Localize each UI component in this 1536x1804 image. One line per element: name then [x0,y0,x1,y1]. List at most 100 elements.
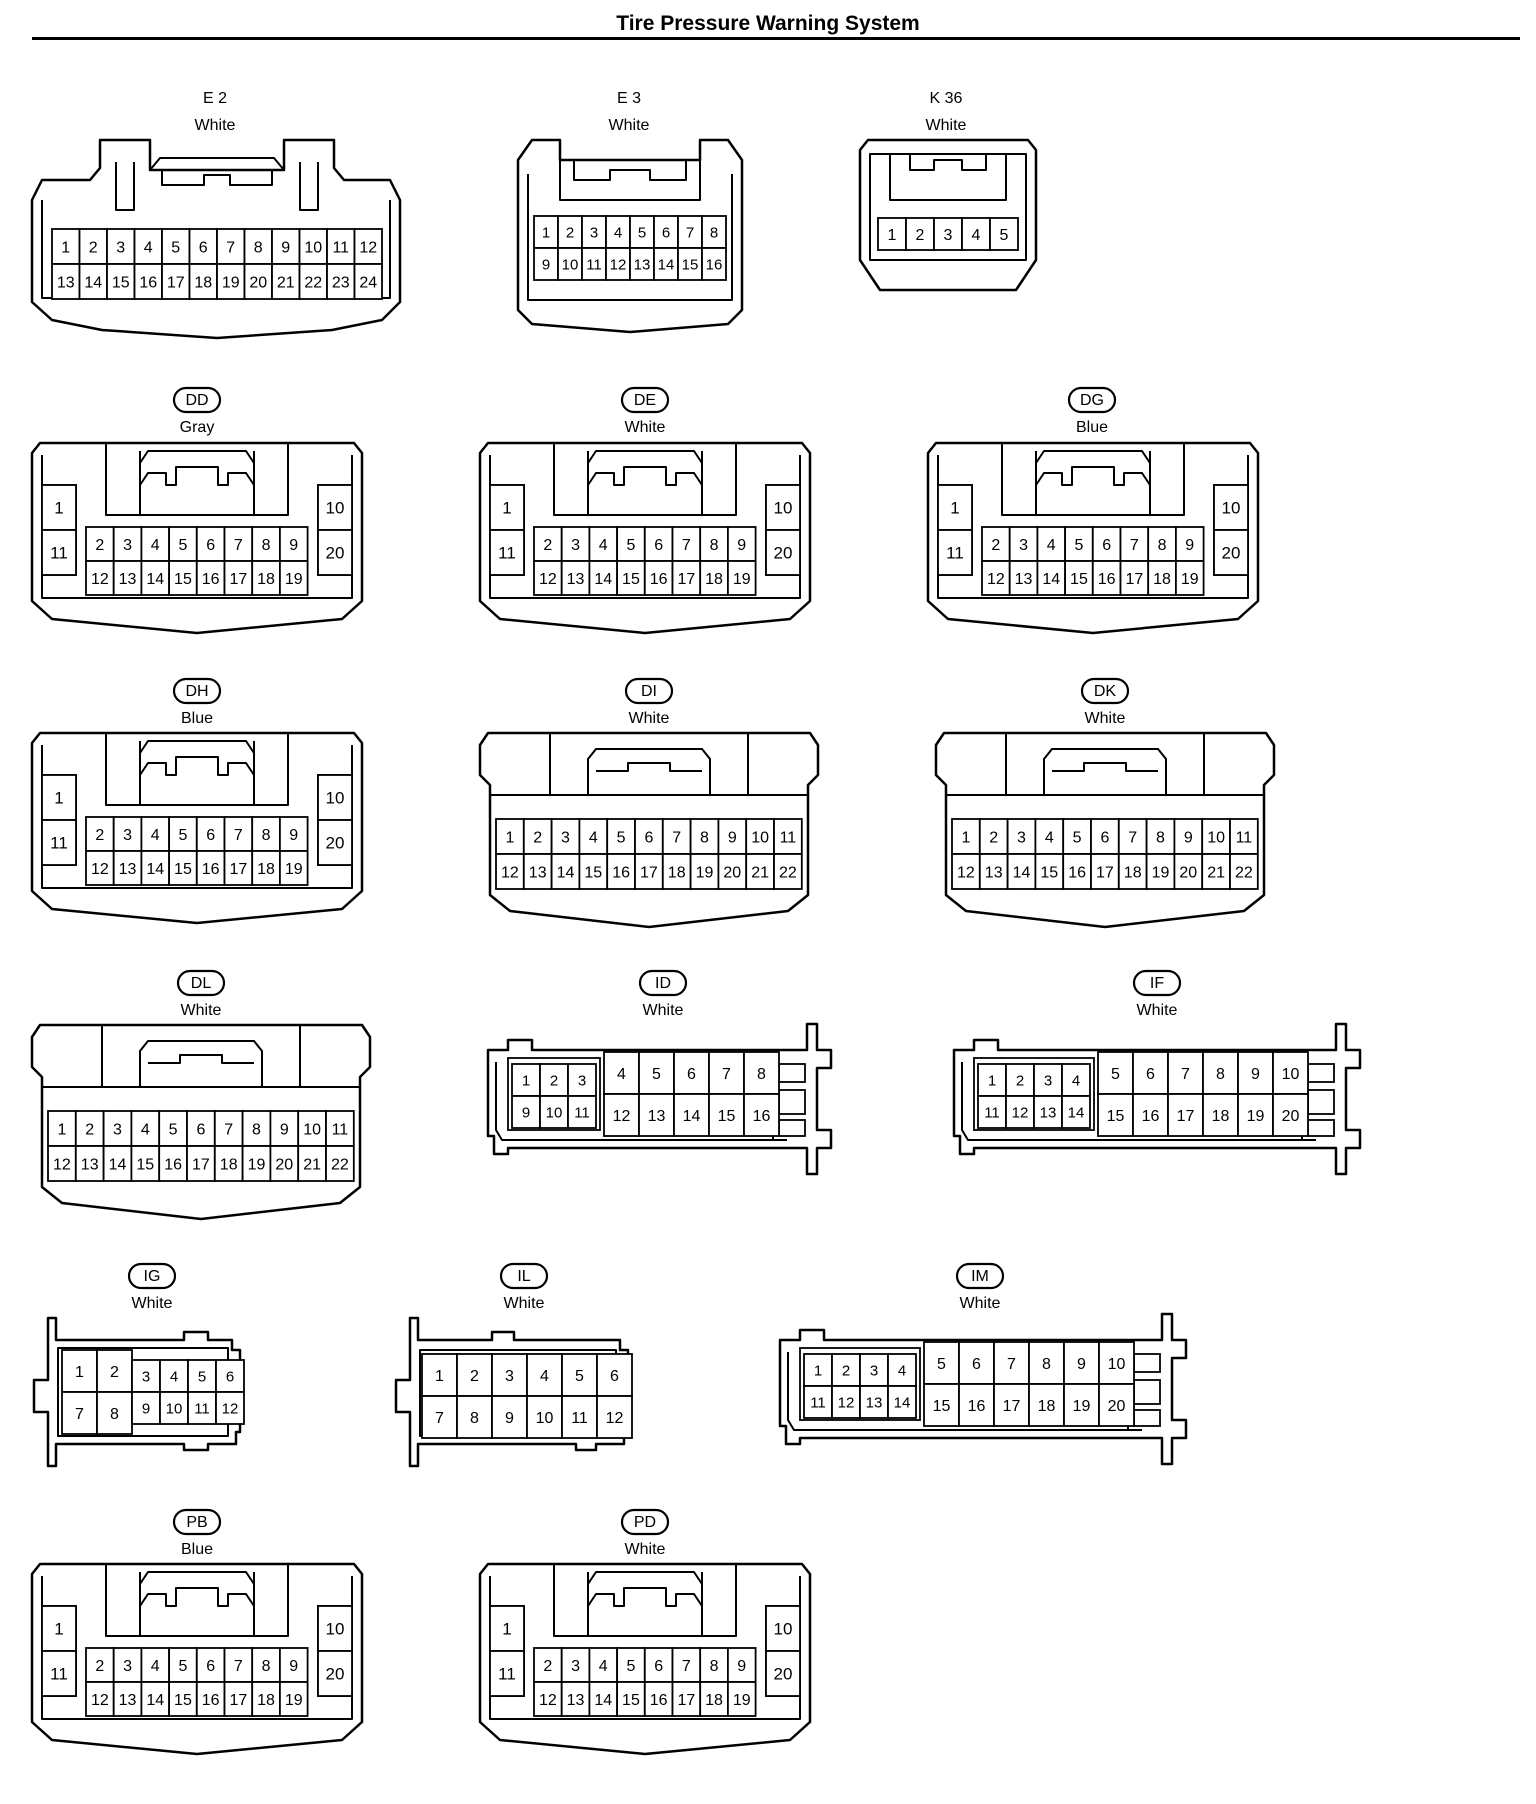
pin-number: 3 [571,537,580,554]
pin-cavity [1119,526,1150,562]
pin-cavity [223,850,254,886]
pin-cavity [140,1647,170,1683]
pin-cavity [1213,529,1249,576]
pin-cavity [511,1095,541,1129]
pin-number: 6 [199,239,208,256]
pin-cavity [1064,526,1094,562]
pin-number: 17 [229,1692,247,1709]
connector-housing-line [299,162,319,211]
pin-cavity [1132,1093,1169,1137]
pin-cavity [773,818,803,855]
pin-cavity [168,526,198,562]
pin-number: 20 [774,1665,793,1684]
pin-number: 1 [814,1362,822,1379]
pin-number: 8 [1216,1066,1225,1083]
pin-number: 5 [617,829,626,846]
pin-number: 17 [1177,1108,1195,1125]
pin-cavity [298,263,328,300]
pin-number: 12 [501,864,519,881]
pin-number: 2 [89,239,98,256]
pin-number: 9 [728,829,737,846]
pin-cavity [1091,560,1122,596]
connector-housing-line [934,731,1276,929]
pin-cavity [743,1051,780,1095]
pin-cavity [278,1681,309,1717]
pin-number: 14 [594,1692,612,1709]
pin-number: 7 [1130,537,1139,554]
pin-cavity [708,1093,745,1137]
pin-number: 3 [142,1368,150,1385]
connector-housing-line [587,748,711,795]
pin-number: 6 [654,1658,663,1675]
pin-number: 5 [1073,829,1082,846]
pin-number: 22 [1235,864,1253,881]
pin-number: 12 [539,571,557,588]
pin-cavity [130,1145,161,1182]
pin-number: 7 [1128,829,1137,846]
pin-number: 2 [533,829,542,846]
pin-number: 8 [470,1410,479,1427]
pin-cavity [567,1063,597,1097]
connector-housing-line [30,138,402,340]
pin-number: 3 [123,537,132,554]
pin-number: 21 [751,864,769,881]
pin-cavity [1147,560,1177,596]
pin-number: 17 [229,861,247,878]
connector-housing-line [1052,762,1158,772]
pin-cavity [317,529,353,576]
pin-cavity [168,560,198,596]
pin-number: 6 [972,1356,981,1373]
pin-number: 12 [1012,1104,1029,1121]
pin-number: 18 [705,571,723,588]
connector-color: White [195,117,236,134]
pin-number: 11 [332,1121,349,1138]
connector-housing-line [148,1054,254,1064]
pin-number: 1 [57,1121,66,1138]
pin-cavity [102,1145,133,1182]
pin-number: 16 [202,571,220,588]
pin-number: 5 [169,1121,178,1138]
latch-window [1133,1353,1161,1373]
pin-number: 10 [536,1410,554,1427]
latch-window [1307,1119,1335,1137]
pin-number: 22 [331,1156,349,1173]
pin-number: 3 [505,1368,514,1385]
connector-housing-line [573,160,687,181]
pin-number: 10 [326,789,345,808]
connector-housing-line [869,153,1027,261]
pin-number: 8 [262,1658,271,1675]
connector-housing-line [105,1564,289,1637]
connector-id: K 36 [930,90,963,107]
pin-number: 3 [578,1072,586,1089]
pin-cavity [278,1647,309,1683]
pin-number: 4 [589,829,598,846]
connector-housing-line [139,466,255,486]
pin-cavity [112,560,143,596]
pin-number: 7 [224,1121,233,1138]
pin-number: 16 [1068,864,1086,881]
pin-cavity [588,560,619,596]
pin-cavity [495,818,525,855]
pin-number: 2 [470,1368,479,1385]
pin-number: 13 [119,1692,137,1709]
latch-window [1307,1089,1335,1115]
pin-number: 11 [50,1665,68,1684]
connector-housing-line [139,1040,263,1087]
pin-number: 12 [957,864,975,881]
pin-number: 14 [894,1394,911,1411]
pin-cavity [1272,1051,1309,1095]
pin-cavity [47,1145,77,1182]
connector-housing-line [1035,466,1151,486]
pin-number: 21 [1207,864,1225,881]
pin-cavity [216,263,246,300]
pin-number: 12 [539,1692,557,1709]
pin-cavity [803,1353,833,1387]
pin-cavity [1229,853,1259,890]
connector-badge [1080,677,1130,705]
pin-number: 16 [202,861,220,878]
pin-number: 18 [257,861,275,878]
pin-number: 8 [757,1066,766,1083]
pin-cavity [560,1681,591,1717]
